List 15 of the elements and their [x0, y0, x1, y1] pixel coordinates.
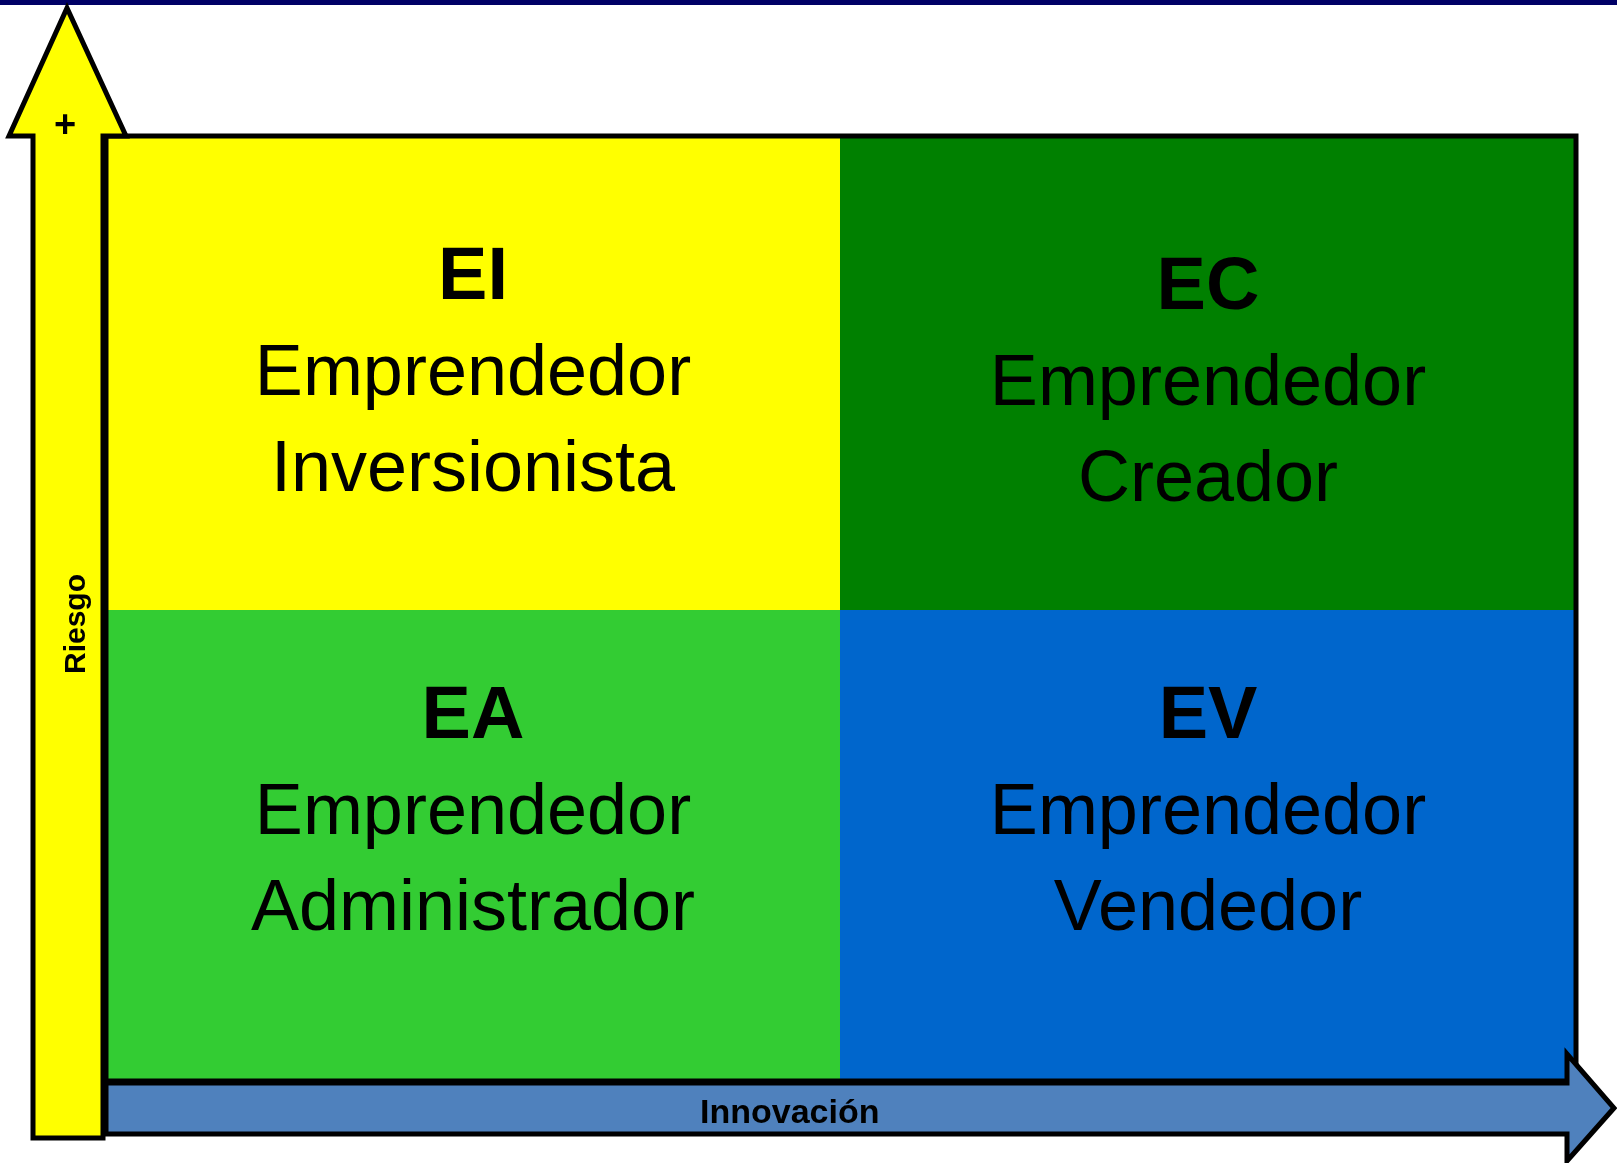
- quadrant-title: Emprendedor Administrador: [249, 768, 697, 947]
- quadrant-box: [840, 136, 1576, 610]
- quadrant-title: Emprendedor Creador: [988, 339, 1428, 518]
- axis-sign: +: [54, 104, 77, 144]
- quadrant-code: EI: [438, 231, 508, 317]
- quadrant-code: EA: [421, 670, 525, 756]
- quadrant-box: [106, 136, 840, 610]
- axis-label: Riesgo: [57, 573, 92, 676]
- quadrant-code: EV: [1158, 670, 1258, 756]
- quadrant-title: Emprendedor Vendedor: [988, 768, 1428, 947]
- axis-label: Innovación: [700, 1091, 880, 1131]
- quadrant-box: [106, 610, 840, 1081]
- quadrant-code: EC: [1156, 241, 1260, 327]
- quadrant-box: [840, 610, 1576, 1081]
- quadrant-title: Emprendedor Inversionista: [253, 329, 693, 508]
